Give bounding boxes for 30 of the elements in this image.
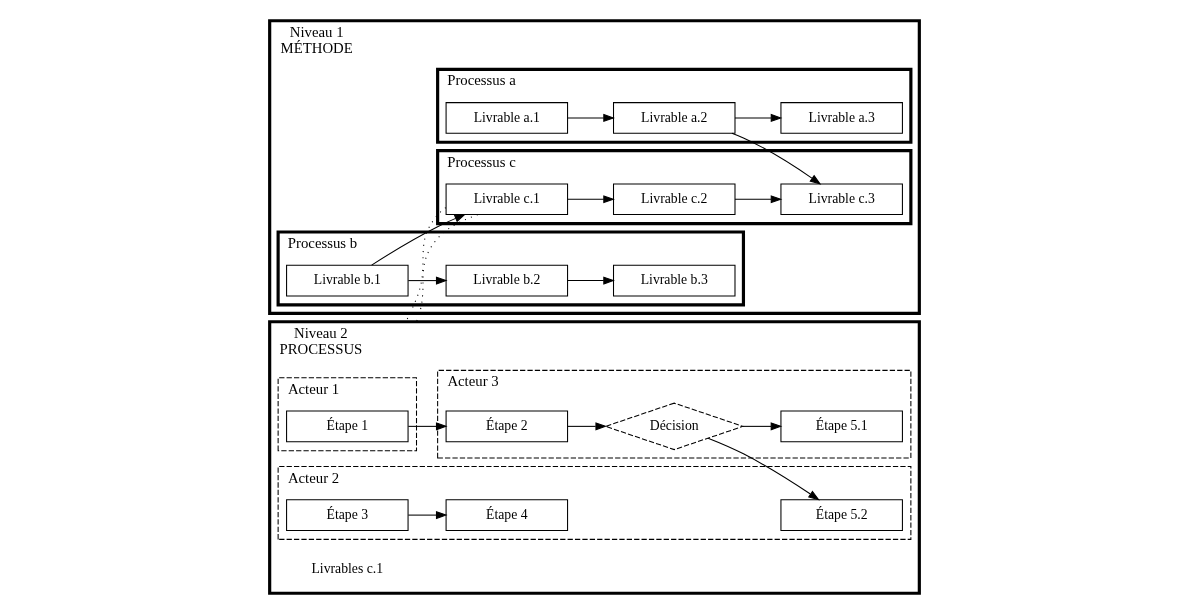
node-box: Livrable c.2 <box>613 183 736 216</box>
arrow <box>407 276 448 285</box>
arrow <box>731 132 822 185</box>
arrow <box>734 113 783 122</box>
arrow <box>567 113 615 122</box>
node-box: Livrable a.3 <box>780 102 903 134</box>
node-box: Étape 3 <box>286 499 409 531</box>
arrow <box>371 214 467 266</box>
node-box: Livrable b.1 <box>286 264 409 297</box>
arrow <box>567 422 608 431</box>
arrow <box>734 195 783 204</box>
node-box: Livrable c.1 <box>445 183 569 216</box>
node-diamond: Décision <box>603 402 745 451</box>
arrow <box>742 422 783 431</box>
arrow <box>567 276 615 285</box>
arrow <box>407 422 448 431</box>
arrow <box>407 511 448 520</box>
node-box: Étape 5.2 <box>780 499 903 531</box>
node-box: Étape 1 <box>286 410 409 443</box>
node-box: Étape 4 <box>445 499 569 531</box>
connector <box>416 214 479 323</box>
node-box: Livrable b.3 <box>613 264 736 297</box>
node-box: Livrable a.2 <box>613 102 736 134</box>
node-label: Livrables c.1 <box>311 560 384 576</box>
node-box: Livrable c.3 <box>780 183 903 216</box>
arrow <box>567 195 615 204</box>
node-box: Étape 2 <box>445 410 569 443</box>
node-box: Étape 5.1 <box>780 410 903 443</box>
node-box: Livrable b.2 <box>445 264 569 297</box>
node-box: Livrable a.1 <box>445 102 569 134</box>
